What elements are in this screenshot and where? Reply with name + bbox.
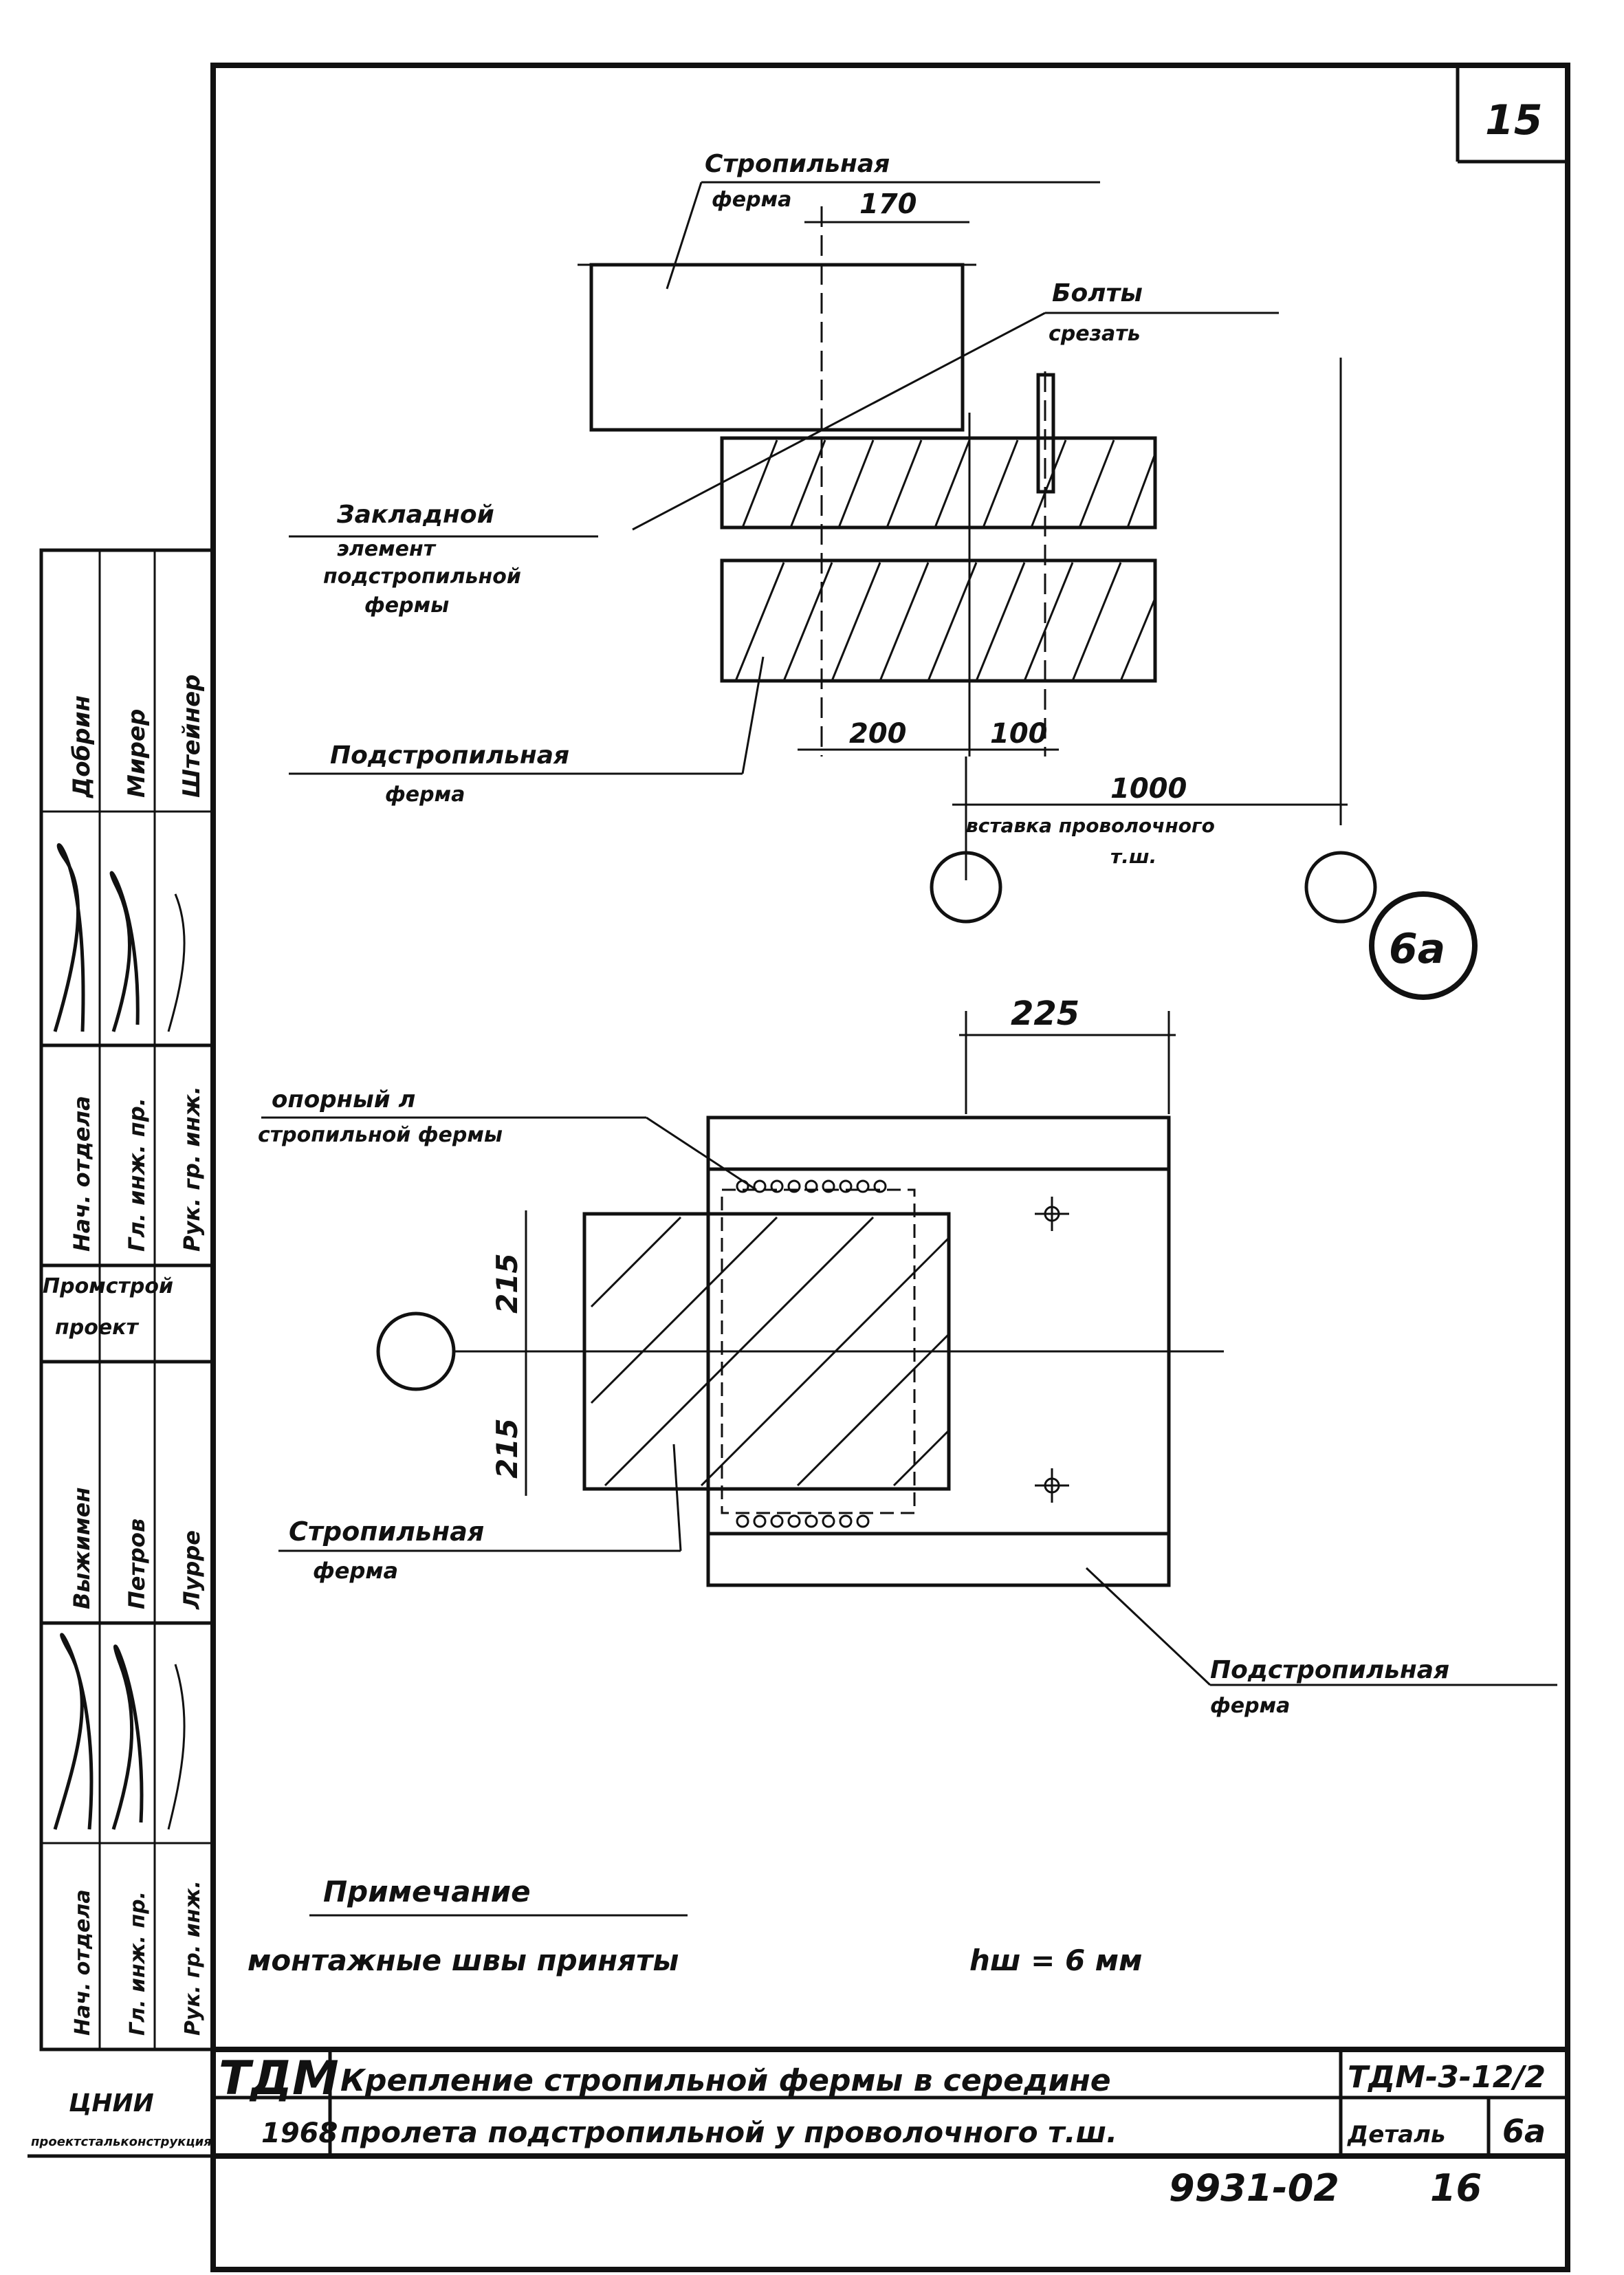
stamp-title-2: пролета подстропильной у проволочного т.… — [340, 2115, 1117, 2149]
signature-scribbles — [53, 843, 186, 1830]
note-heading: Примечание — [323, 1875, 531, 1908]
side-name-4: Выжимен — [69, 1487, 95, 1609]
dim-note-line1: вставка проволочного — [966, 814, 1215, 837]
label-rafter-truss-bottom-2: ферма — [313, 1558, 398, 1584]
bolt-mark-bottom — [1035, 1468, 1069, 1503]
dim-note-line2: т.ш. — [1110, 845, 1156, 868]
axis-bubble-bottom — [376, 1311, 456, 1391]
dim-215-top: 215 — [490, 1253, 524, 1314]
sub-truss-block-lower — [720, 558, 1157, 683]
label-sub-truss-top-2: ферма — [385, 783, 465, 807]
side-role-6: Рук. гр. инж. — [181, 1880, 205, 2036]
label-embedded-1: Закладной — [336, 501, 494, 529]
note-text: монтажные швы приняты — [248, 1944, 679, 1977]
weld-bottom — [736, 1514, 870, 1528]
label-bolts-2: срезать — [1049, 322, 1141, 346]
dim-1000: 1000 — [1110, 773, 1187, 805]
bolt-mark-top — [1035, 1197, 1069, 1231]
top-view: 170 200 100 1000 вставка проволочного т.… — [289, 150, 1377, 924]
page-number: 15 — [1485, 96, 1543, 144]
bottom-view: 225 — [258, 994, 1557, 1718]
label-sub-truss-bottom-1: Подстропильная — [1210, 1656, 1449, 1684]
label-embedded-4: фермы — [364, 594, 449, 618]
side-name-2: Мирер — [123, 709, 151, 798]
dim-200: 200 — [849, 718, 907, 750]
side-name-5: Петров — [124, 1519, 150, 1609]
footer-page: 16 — [1430, 2166, 1482, 2210]
stamp-title-1: Крепление стропильной фермы в середине — [340, 2063, 1111, 2098]
weld-top — [736, 1179, 887, 1193]
stamp-org: ТДМ — [219, 2051, 339, 2106]
side-org-2: проект — [55, 1316, 140, 1340]
label-rafter-truss-top-1: Стропильная — [705, 150, 890, 178]
stamp-bottom-org-2: проектстальконструкция — [31, 2135, 212, 2149]
dim-215-bottom: 215 — [490, 1418, 524, 1479]
side-role-1: Нач. отдела — [69, 1096, 95, 1252]
note-formula: hш = 6 мм — [969, 1944, 1142, 1977]
side-role-5: Гл. инж. пр. — [126, 1891, 150, 2036]
label-rafter-truss-bottom-1: Стропильная — [289, 1516, 484, 1547]
dim-225: 225 — [1011, 994, 1079, 1033]
rafter-truss-upper — [589, 263, 965, 432]
label-sub-truss-top-1: Подстропильная — [330, 741, 569, 770]
title-block: ТДМ 1968 Крепление стропильной фермы в с… — [28, 2047, 1568, 2159]
stamp-detail-value: 6а — [1502, 2113, 1546, 2150]
side-name-3: Штейнер — [178, 675, 206, 798]
label-rafter-truss-top-2: ферма — [712, 188, 791, 212]
stamp-bottom-org-1: ЦНИИ — [69, 2089, 154, 2118]
sub-truss-block-upper — [720, 436, 1157, 530]
page-number-box: 15 — [1456, 65, 1568, 164]
label-bolts-1: Болты — [1052, 279, 1143, 307]
side-role-2: Гл. инж. пр. — [124, 1098, 150, 1252]
stamp-code: ТДМ-3-12/2 — [1348, 2060, 1546, 2095]
detail-mark: 6а — [1369, 891, 1478, 1000]
stamp-year: 1968 — [261, 2118, 338, 2149]
label-support-1: опорный л — [272, 1086, 415, 1113]
label-sub-truss-bottom-2: ферма — [1210, 1694, 1290, 1718]
side-name-6: Лурре — [179, 1530, 205, 1610]
label-embedded-3: подстропильной — [323, 565, 521, 589]
note: Примечание монтажные швы приняты hш = 6 … — [248, 1875, 1142, 1977]
axis-bubble-right — [1304, 851, 1377, 924]
side-stamp: Добрин Мирер Штейнер Нач. отдела Гл. инж… — [39, 548, 215, 2051]
axis-bubble-left — [930, 851, 1002, 924]
dim-100: 100 — [990, 718, 1048, 750]
footer-code: 9931-02 — [1169, 2166, 1339, 2210]
label-support-2: стропильной фермы — [258, 1123, 503, 1147]
detail-mark-text: 6а — [1389, 925, 1445, 973]
side-role-3: Рук. гр. инж. — [179, 1086, 205, 1252]
label-embedded-2: элемент — [337, 537, 437, 561]
stamp-detail-label: Деталь — [1347, 2121, 1445, 2148]
side-org-1: Промстрой — [43, 1274, 173, 1298]
side-role-4: Нач. отдела — [71, 1889, 95, 2036]
side-name-1: Добрин — [68, 695, 96, 798]
dim-170: 170 — [859, 188, 917, 220]
